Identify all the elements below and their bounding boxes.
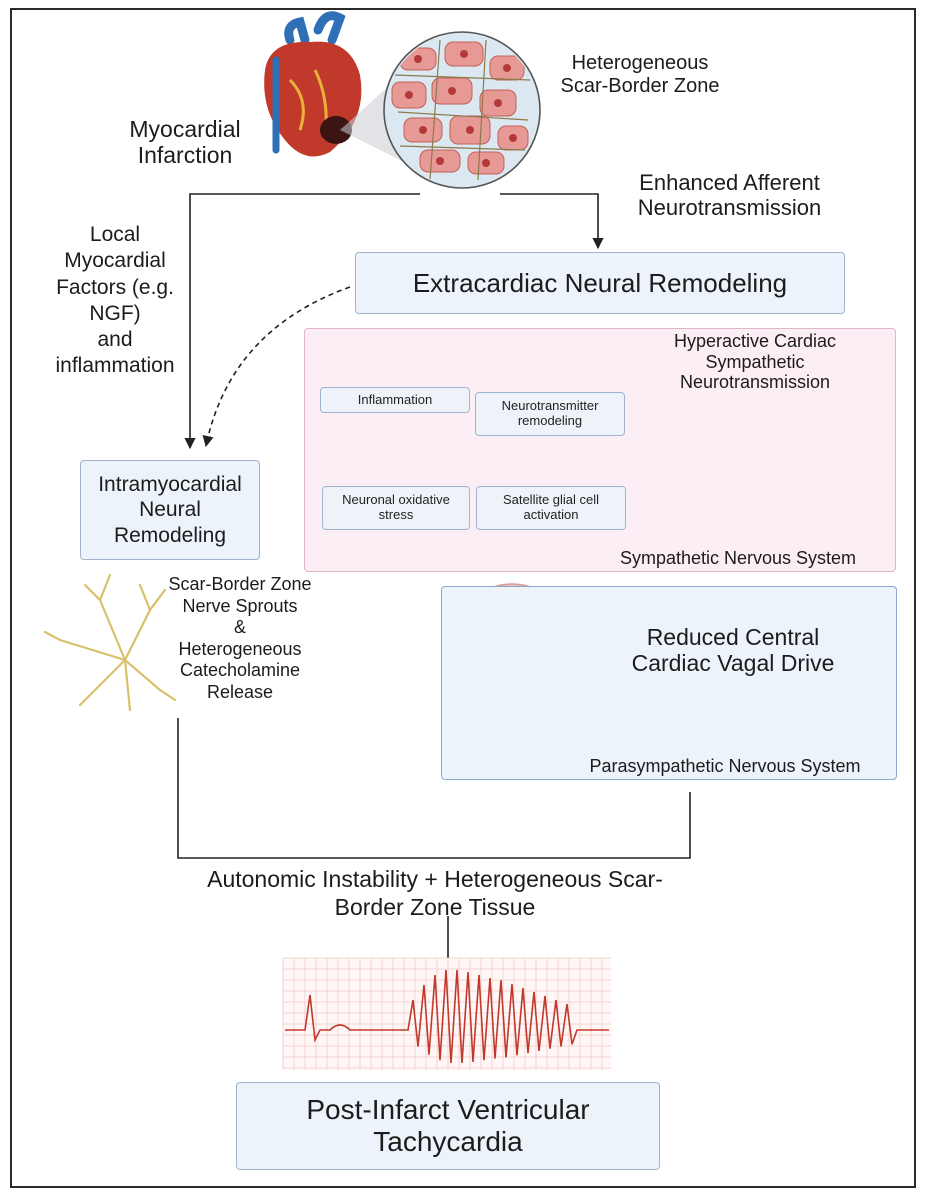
factor-satellite-glial-activation: Satellite glial cell activation <box>476 486 626 530</box>
parasympathetic-caption: Parasympathetic Nervous System <box>589 756 861 776</box>
node-local-myocardial-factors: Local Myocardial Factors (e.g. NGF) and … <box>55 223 175 378</box>
node-scar-border-zone: Heterogeneous Scar-Border Zone <box>560 52 720 97</box>
parasympathetic-panel <box>441 586 897 780</box>
connector-dashed-extracardiac-to-intramyocardial <box>202 286 351 448</box>
node-myocardial-infarction: Myocardial Infarction <box>129 116 241 169</box>
nerve-sprout-icon <box>43 573 177 712</box>
factor-neurotransmitter-remodeling: Neurotransmitter remodeling <box>475 392 625 436</box>
sympathetic-panel <box>304 328 896 572</box>
node-nerve-sprouts: Scar-Border Zone Nerve Sprouts & Heterog… <box>168 574 312 702</box>
sympathetic-caption: Sympathetic Nervous System <box>619 548 857 568</box>
ecg-strip-icon <box>282 957 611 1070</box>
node-intramyocardial-neural-remodeling: Intramyocardial Neural Remodeling <box>80 460 260 560</box>
connector-mi-to-intramyocardial <box>184 193 420 450</box>
tissue-cells-icon <box>383 31 541 189</box>
sympathetic-title: Hyperactive Cardiac Sympathetic Neurotra… <box>673 331 837 393</box>
connector-mi-to-extracardiac <box>500 193 604 250</box>
figure-frame <box>10 8 916 1188</box>
factor-inflammation: Inflammation <box>320 387 470 413</box>
node-extracardiac-neural-remodeling: Extracardiac Neural Remodeling <box>355 252 845 314</box>
node-afferent-neurotransmission: Enhanced Afferent Neurotransmission <box>637 170 822 221</box>
connector-bottom-bracket <box>177 718 691 859</box>
parasympathetic-title: Reduced Central Cardiac Vagal Drive <box>631 624 835 677</box>
factor-neuronal-oxidative-stress: Neuronal oxidative stress <box>322 486 470 530</box>
node-autonomic-instability: Autonomic Instability + Heterogeneous Sc… <box>207 866 663 920</box>
node-post-infarct-vt: Post-Infarct Ventricular Tachycardia <box>236 1082 660 1170</box>
heart-icon <box>264 11 362 157</box>
